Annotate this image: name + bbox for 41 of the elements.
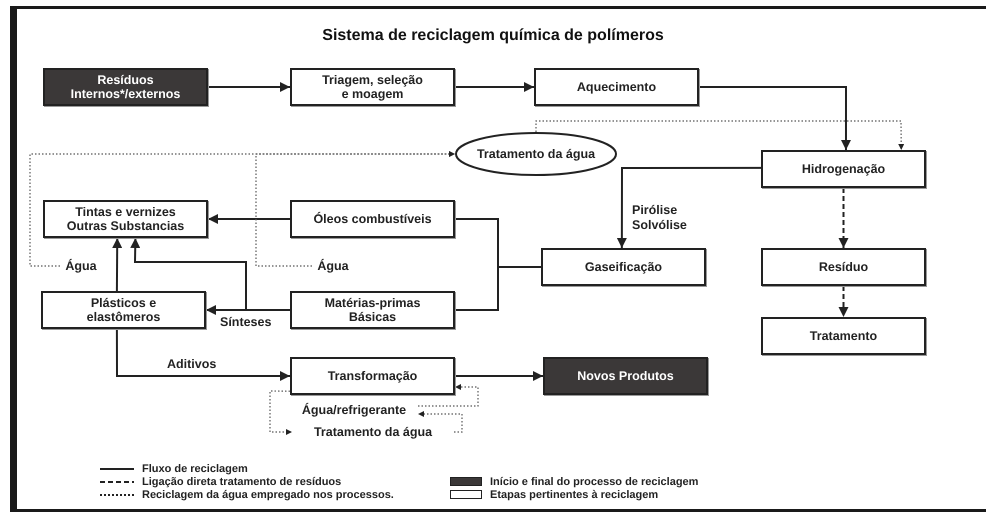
legend-text: Etapas pertinentes à reciclagem: [490, 488, 658, 500]
flow-label: Água/refrigerante: [290, 402, 418, 418]
process-box: Tintas e vernizes Outras Substancias: [43, 200, 208, 238]
arrow: [699, 86, 851, 150]
process-box: Novos Produtos: [543, 357, 708, 395]
arrow: [130, 238, 290, 311]
legend-text: Ligação direta tratamento de resíduos: [142, 476, 342, 488]
arrow: [269, 390, 292, 435]
arrow: [418, 411, 463, 433]
flow-label: Tratamento da água: [292, 424, 454, 440]
process-ellipse: Tratamento da água: [455, 132, 617, 176]
arrow: [838, 188, 848, 248]
legend-text: Fluxo de reciclagem: [142, 462, 248, 474]
flow-label: Água: [60, 258, 102, 274]
process-box: Matérias-primas Básicas: [290, 291, 455, 329]
process-box: Óleos combustíveis: [290, 200, 455, 238]
connector-line: [455, 266, 541, 311]
legend-text: Início e final do processo de reciclagem: [490, 476, 698, 488]
process-box: Tratamento: [761, 317, 926, 355]
process-box: Gaseificação: [541, 248, 706, 286]
process-box: Resíduos Internos*/externos: [43, 68, 208, 106]
arrow: [208, 82, 290, 92]
process-box: Plásticos e elastômeros: [41, 291, 206, 329]
arrow: [418, 384, 479, 407]
arrow: [255, 151, 455, 267]
arrow: [455, 82, 534, 92]
arrow: [208, 214, 290, 224]
arrow: [455, 371, 543, 381]
arrow: [535, 120, 904, 150]
diagram-title: Sistema de reciclagem química de polímeros: [321, 27, 665, 45]
arrow: [116, 329, 290, 381]
process-box: Aquecimento: [534, 68, 699, 106]
arrow: [112, 238, 122, 291]
legend-text: Reciclagem da água empregado nos processos.: [142, 488, 394, 500]
arrow: [838, 286, 848, 317]
process-box: Hidrogenação: [761, 150, 926, 188]
arrow: [616, 166, 761, 248]
process-box: Resíduo: [761, 248, 926, 286]
flow-label: Água: [312, 258, 354, 274]
process-box: Transformação: [290, 357, 455, 395]
process-box: Triagem, seleção e moagem: [290, 68, 455, 106]
